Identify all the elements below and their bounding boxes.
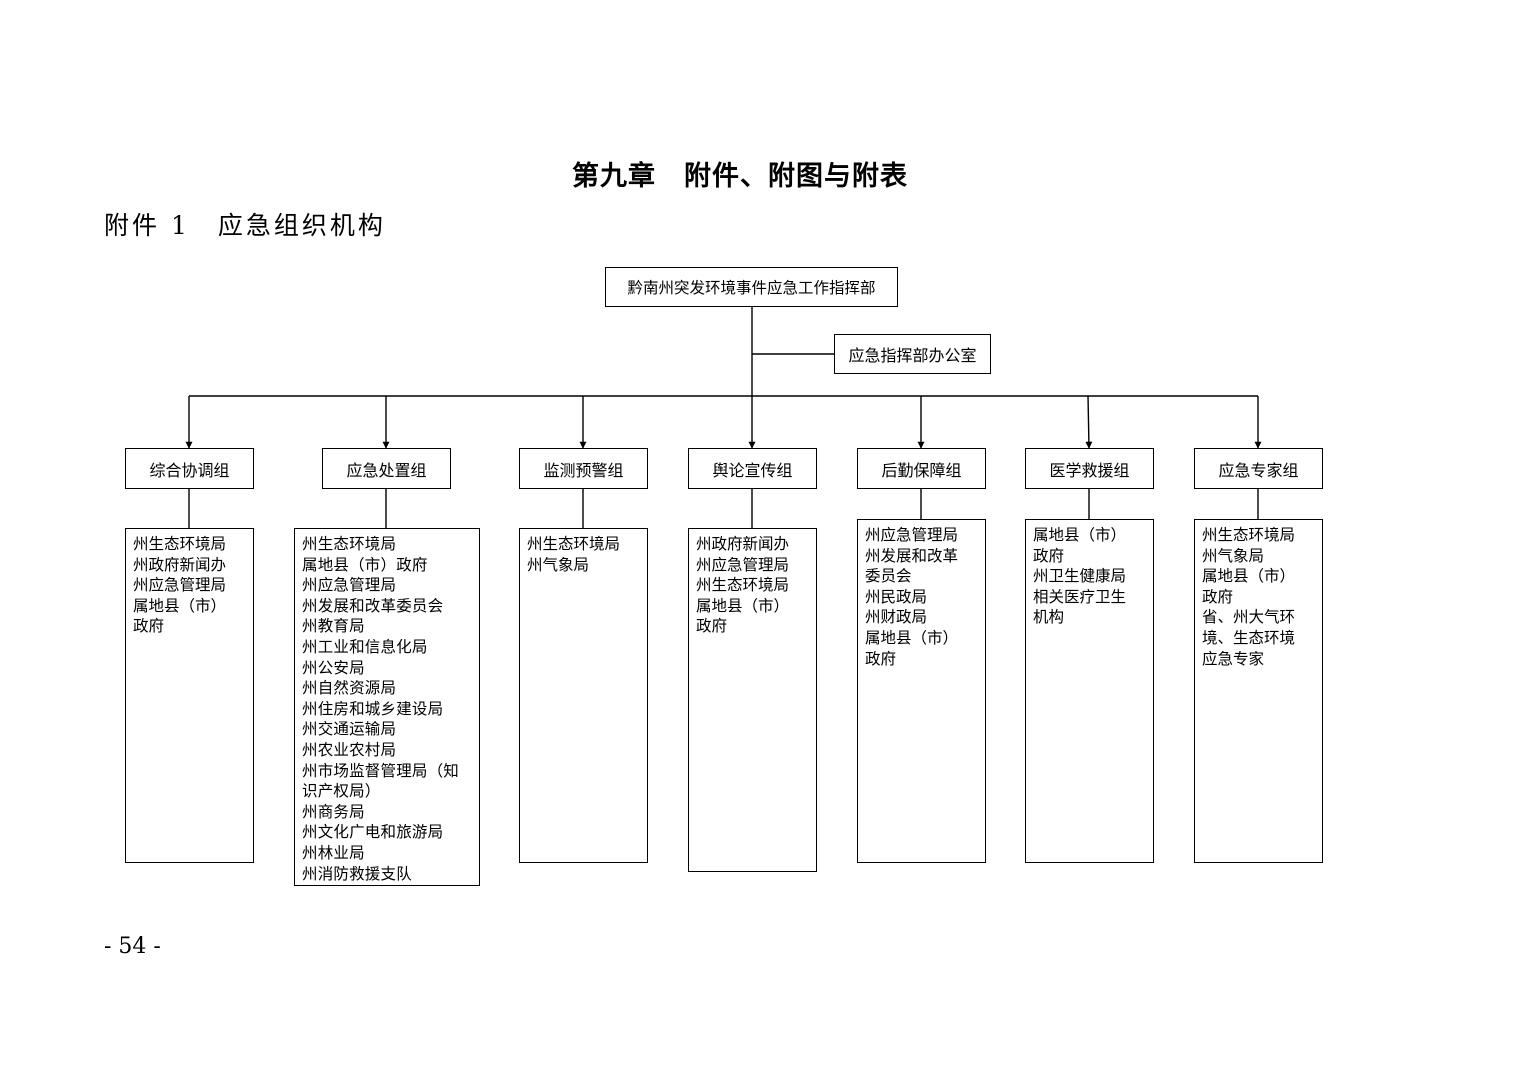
member-item: 属地县（市） — [133, 596, 227, 615]
headquarters-box: 黔南州突发环境事件应急工作指挥部 — [605, 267, 898, 307]
member-item: 州住房和城乡建设局 — [302, 699, 444, 718]
member-item: 政府 — [865, 649, 897, 668]
member-item: 州政府新闻办 — [696, 535, 790, 553]
member-list-expert: 州生态环境局 州气象局 属地县（市） 政府 省、州大气环 境、生态环境 应急专家 — [1194, 519, 1323, 863]
member-item: 州市场监督管理局（知 — [302, 761, 460, 780]
member-item: 州发展和改革委员会 — [302, 596, 444, 615]
member-item: 州生态环境局 — [696, 576, 790, 595]
chapter-title: 第九章 附件、附图与附表 — [572, 161, 908, 192]
member-list-emergency-response: 州生态环境局 属地县（市）政府 州应急管理局 州发展和改革委员会 州教育局 州工… — [294, 528, 480, 886]
member-list-publicity: 州政府新闻办 州应急管理局 州生态环境局 属地县（市） 政府 — [688, 528, 817, 872]
member-item: 州教育局 — [302, 617, 365, 636]
member-item: 境、生态环境 — [1202, 628, 1296, 647]
member-item: 州生态环境局 — [527, 535, 621, 553]
member-item: 属地县（市） — [696, 596, 790, 615]
member-item: 识产权局） — [302, 782, 381, 801]
member-item: 政府 — [1202, 587, 1234, 606]
group-box-logistics: 后勤保障组 — [857, 448, 986, 489]
member-item: 应急专家 — [1202, 649, 1265, 668]
member-item: 州应急管理局 — [133, 576, 227, 595]
member-item: 州气象局 — [527, 555, 590, 574]
member-item: 州发展和改革 — [865, 546, 959, 565]
member-item: 属地县（市） — [1033, 526, 1127, 544]
member-item: 委员会 — [865, 567, 912, 586]
group-box-comprehensive-coordination: 综合协调组 — [125, 448, 254, 489]
member-item: 州应急管理局 — [696, 555, 790, 574]
member-item: 州民政局 — [865, 587, 928, 606]
member-item: 州卫生健康局 — [1033, 567, 1127, 586]
member-list-logistics: 州应急管理局 州发展和改革 委员会 州民政局 州财政局 属地县（市） 政府 — [857, 519, 986, 863]
member-item: 属地县（市） — [1202, 567, 1296, 586]
group-box-emergency-response: 应急处置组 — [322, 448, 451, 489]
member-item: 州公安局 — [302, 658, 365, 677]
member-item: 政府 — [696, 617, 728, 636]
member-item: 省、州大气环 — [1202, 608, 1296, 627]
member-item: 州应急管理局 — [302, 576, 397, 595]
group-box-publicity: 舆论宣传组 — [688, 448, 817, 489]
member-item: 州交通运输局 — [302, 720, 397, 739]
member-list-comprehensive-coordination: 州生态环境局 州政府新闻办 州应急管理局 属地县（市） 政府 — [125, 528, 254, 863]
member-item: 机构 — [1033, 608, 1065, 627]
member-item: 州工业和信息化局 — [302, 637, 428, 656]
member-list-monitoring-warning: 州生态环境局 州气象局 — [519, 528, 648, 863]
member-item: 州政府新闻办 — [133, 555, 227, 574]
member-item: 州林业局 — [302, 843, 365, 862]
group-box-monitoring-warning: 监测预警组 — [519, 448, 648, 489]
member-item: 州商务局 — [302, 802, 365, 821]
member-item: 属地县（市）政府 — [302, 555, 428, 574]
member-item: 属地县（市） — [865, 628, 959, 647]
member-item: 州生态环境局 — [133, 535, 227, 553]
member-item: 州应急管理局 — [865, 526, 959, 544]
group-box-medical-rescue: 医学救援组 — [1025, 448, 1154, 489]
member-item: 州自然资源局 — [302, 679, 397, 698]
member-item: 政府 — [133, 617, 165, 636]
member-item: 州生态环境局 — [302, 535, 397, 553]
office-box: 应急指挥部办公室 — [834, 334, 991, 374]
member-item: 相关医疗卫生 — [1033, 587, 1127, 606]
member-list-medical-rescue: 属地县（市） 政府 州卫生健康局 相关医疗卫生 机构 — [1025, 519, 1154, 863]
page-number: - 54 - — [104, 934, 161, 959]
member-item: 州农业农村局 — [302, 740, 397, 759]
member-item: 州消防救援支队 — [302, 864, 412, 883]
annex-title: 附件 1 应急组织机构 — [104, 211, 386, 240]
arrow-to-group-6 — [1085, 395, 1093, 449]
member-item: 州气象局 — [1202, 546, 1265, 565]
member-item: 州生态环境局 — [1202, 526, 1296, 544]
member-item: 州文化广电和旅游局 — [302, 823, 444, 842]
group-box-expert: 应急专家组 — [1194, 448, 1323, 489]
member-item: 州财政局 — [865, 608, 928, 627]
member-item: 政府 — [1033, 546, 1065, 565]
